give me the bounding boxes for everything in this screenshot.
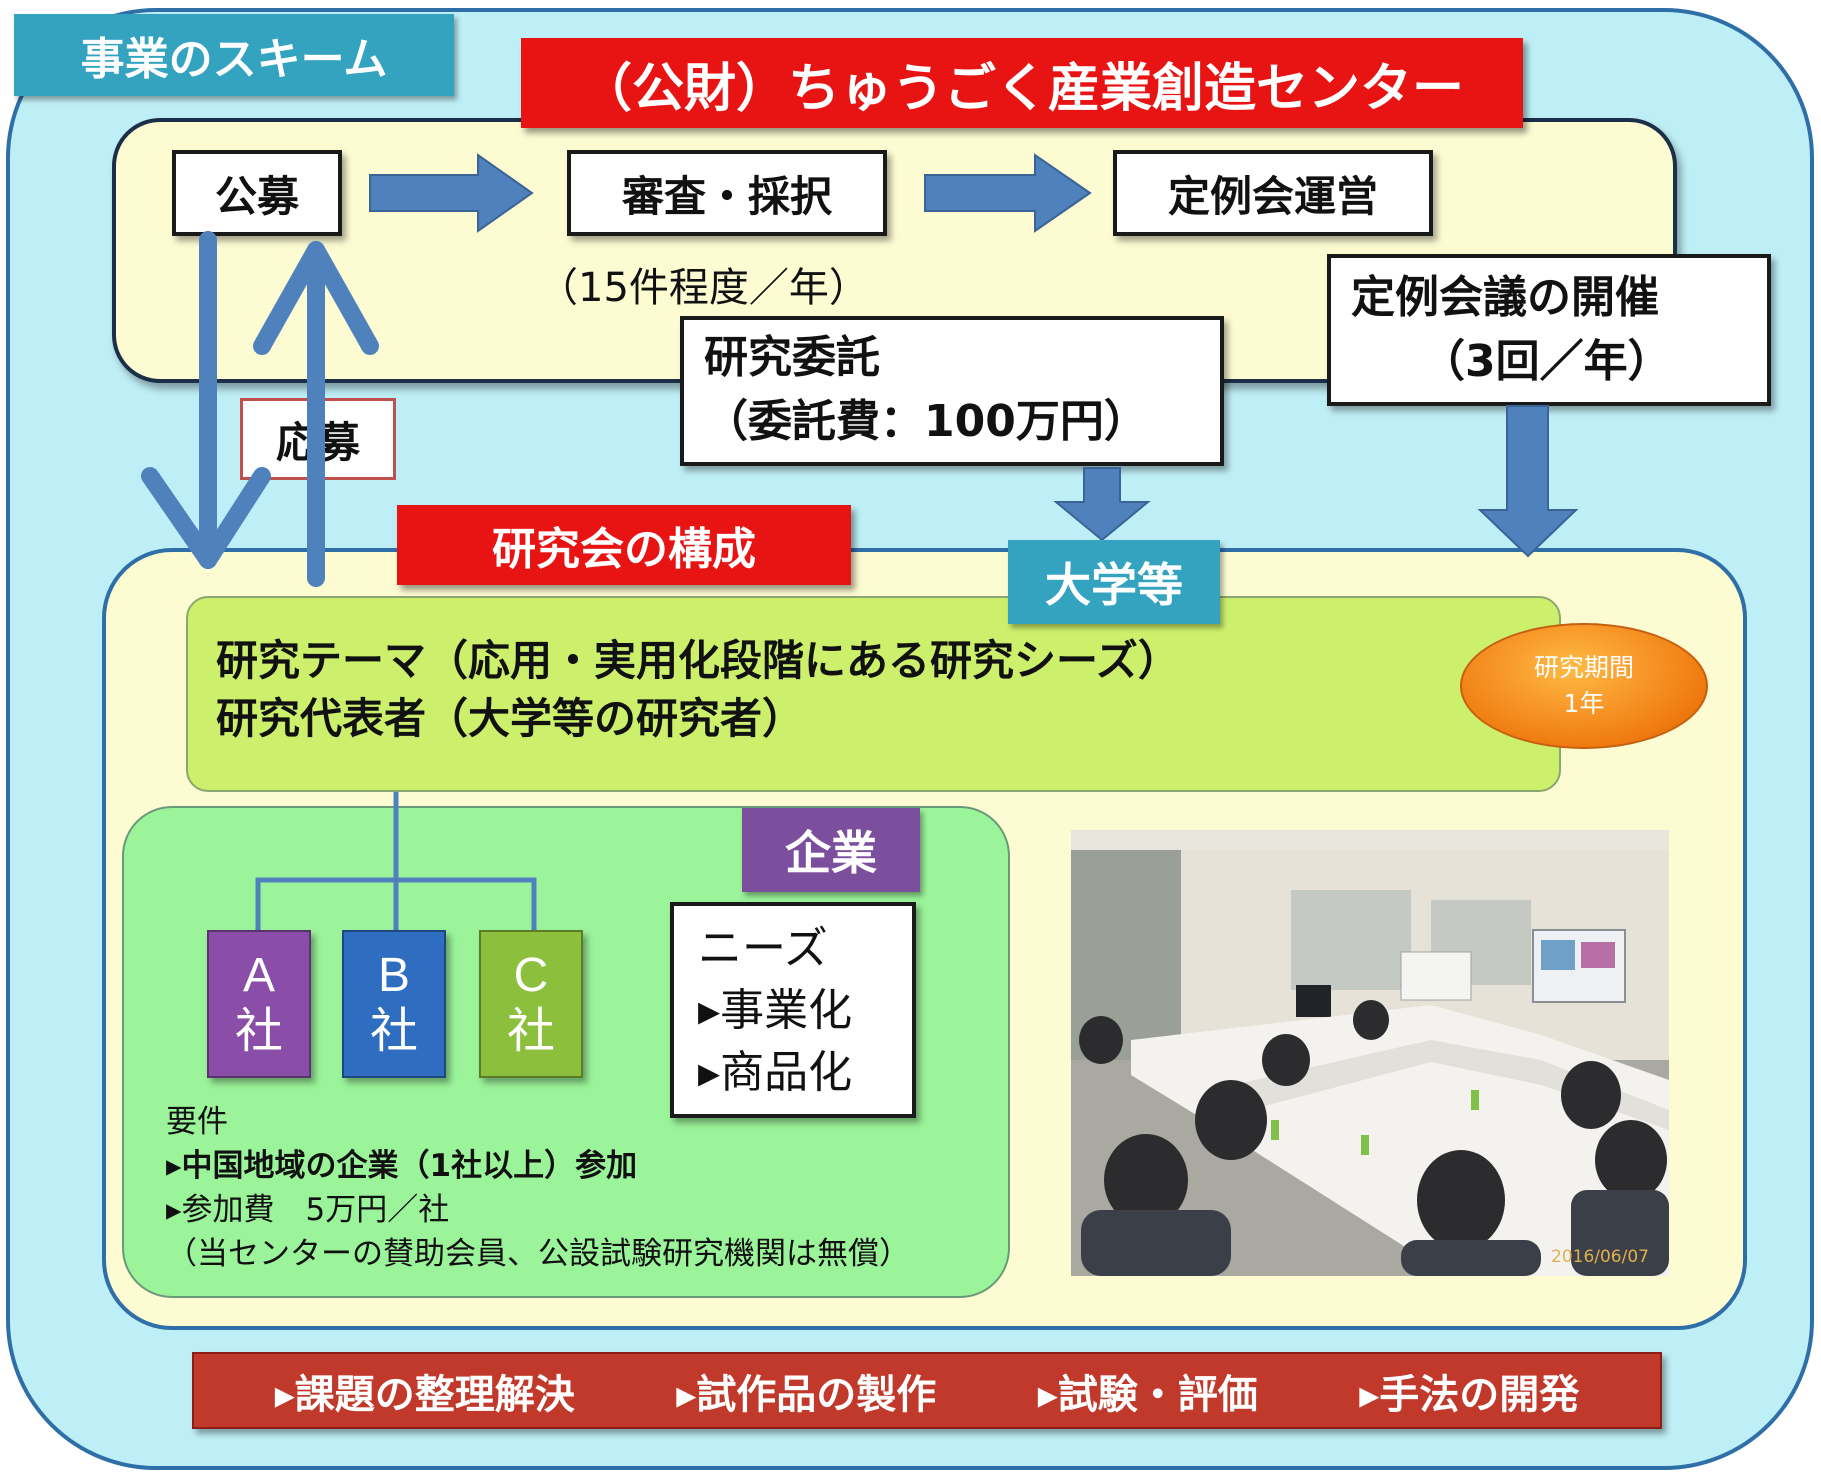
- activity-problem-solving: ▸課題の整理解決: [274, 1371, 575, 1418]
- research-period-value: 1年: [1563, 689, 1605, 718]
- requirement-participation: ▸中国地域の企業（1社以上）参加: [166, 1148, 638, 1184]
- photo-date-stamp: 2016/06/07: [1551, 1247, 1649, 1267]
- arrow-down-commission: [1053, 467, 1151, 542]
- needs-title: ニーズ: [698, 923, 828, 974]
- flow-step-recruit: 公募: [172, 150, 342, 236]
- activity-prototyping: ▸試作品の製作: [676, 1371, 937, 1418]
- activities-bar: ▸課題の整理解決 ▸試作品の製作 ▸試験・評価 ▸手法の開発: [192, 1352, 1662, 1429]
- meeting-frequency: （3回／年）: [1421, 336, 1672, 387]
- company-c-box: C 社: [479, 930, 583, 1078]
- company-b-suffix: 社: [369, 1005, 418, 1058]
- research-theme: 研究テーマ（応用・実用化段階にある研究シーズ）: [216, 636, 1180, 685]
- scheme-title: 事業のスキーム: [14, 14, 454, 96]
- research-period-badge: 研究期間 1年: [1460, 623, 1708, 749]
- requirements-title: 要件: [166, 1104, 228, 1140]
- arrow-right-2: [924, 153, 1092, 233]
- research-period-label: 研究期間: [1533, 653, 1634, 682]
- company-a-suffix: 社: [234, 1005, 283, 1058]
- flow-step-review: 審査・採択: [567, 150, 887, 236]
- meeting-box: 定例会議の開催 （3回／年）: [1327, 254, 1771, 406]
- requirements-block: 要件 ▸中国地域の企業（1社以上）参加 ▸参加費 5万円／社 （当センターの賛助…: [166, 1100, 986, 1276]
- flow-step-operation: 定例会運営: [1113, 150, 1433, 236]
- company-c-suffix: 社: [506, 1005, 555, 1058]
- company-b-letter: B: [377, 949, 410, 1002]
- commission-box: 研究委託 （委託費：100万円）: [680, 316, 1224, 466]
- company-a-letter: A: [242, 949, 275, 1002]
- commission-title: 研究委託: [704, 332, 880, 383]
- activity-testing: ▸試験・評価: [1037, 1371, 1258, 1418]
- meeting-title: 定例会議の開催: [1351, 272, 1659, 323]
- arrow-up-apply: [253, 241, 379, 587]
- meeting-photo: 2016/06/07: [1071, 830, 1669, 1276]
- needs-commercialization: ▸事業化: [698, 985, 853, 1036]
- organization-title: （公財）ちゅうごく産業創造センター: [521, 38, 1523, 128]
- enterprise-tag: 企業: [742, 808, 920, 892]
- university-tag: 大学等: [1008, 540, 1220, 624]
- research-theme-bar: [186, 596, 1561, 792]
- company-c-letter: C: [513, 949, 549, 1002]
- needs-box: ニーズ ▸事業化 ▸商品化: [670, 902, 916, 1118]
- requirement-fee: ▸参加費 5万円／社: [166, 1192, 450, 1228]
- arrow-down-meeting: [1477, 405, 1579, 558]
- research-group-title: 研究会の構成: [397, 505, 851, 585]
- requirement-exemption: （当センターの賛助会員、公設試験研究機関は無償）: [166, 1236, 910, 1272]
- arrow-down-recruit: [141, 231, 271, 569]
- activity-method-development: ▸手法の開発: [1359, 1371, 1580, 1418]
- needs-productization: ▸商品化: [698, 1047, 853, 1098]
- research-theme-text: 研究テーマ（応用・実用化段階にある研究シーズ） 研究代表者（大学等の研究者）: [216, 632, 1416, 748]
- commission-fee: （委託費：100万円）: [704, 396, 1148, 447]
- company-a-box: A 社: [207, 930, 311, 1078]
- annual-count-note: （15件程度／年）: [538, 265, 869, 311]
- research-leader: 研究代表者（大学等の研究者）: [216, 694, 805, 743]
- arrow-right-1: [369, 153, 534, 233]
- company-b-box: B 社: [342, 930, 446, 1078]
